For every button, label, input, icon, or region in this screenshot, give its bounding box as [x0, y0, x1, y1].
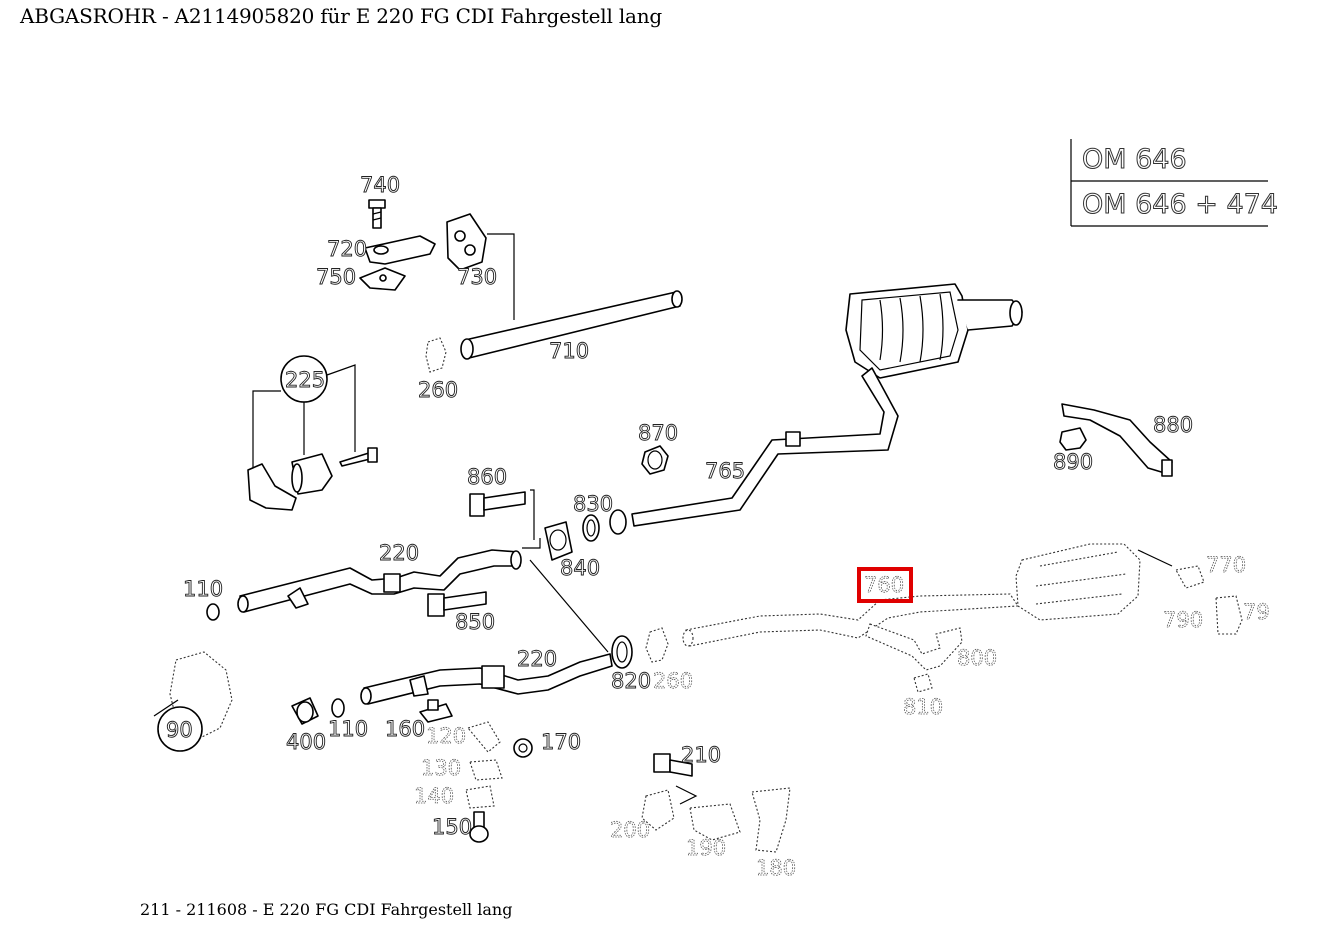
part-830-ring[interactable] [582, 509, 627, 542]
label-220-lower[interactable]: 220 [517, 647, 558, 672]
label-710[interactable]: 710 [549, 339, 590, 364]
label-790[interactable]: 790 [1163, 608, 1204, 633]
part-890-nut[interactable] [1059, 427, 1087, 451]
part-760-exhaust-pipe[interactable] [682, 593, 1019, 647]
part-140-bracket[interactable] [465, 785, 495, 809]
part-730-rubber-mount[interactable] [446, 213, 487, 271]
label-150[interactable]: 150 [432, 815, 473, 840]
part-110-gasket-upper[interactable] [206, 603, 220, 621]
part-820-ring[interactable] [611, 635, 633, 669]
label-880[interactable]: 880 [1153, 413, 1194, 438]
label-400[interactable]: 400 [286, 730, 327, 755]
label-220-upper[interactable]: 220 [379, 541, 420, 566]
part-180-bracket[interactable] [751, 787, 791, 853]
part-200-bracket[interactable] [641, 789, 675, 831]
label-820[interactable]: 820 [611, 669, 652, 694]
label-260-lower[interactable]: 260 [653, 669, 694, 694]
highlight-box-760 [857, 567, 913, 603]
part-840-bracket[interactable] [544, 521, 573, 561]
page-footer: 211 - 211608 - E 220 FG CDI Fahrgestell … [140, 900, 513, 919]
label-840[interactable]: 840 [560, 556, 601, 581]
label-750[interactable]: 750 [316, 265, 357, 290]
label-890[interactable]: 890 [1053, 450, 1094, 475]
label-830[interactable]: 830 [573, 492, 614, 517]
label-130[interactable]: 130 [421, 756, 462, 781]
label-860[interactable]: 860 [467, 465, 508, 490]
label-90[interactable]: 90 [166, 718, 194, 743]
label-140[interactable]: 140 [414, 784, 455, 809]
label-110-lower[interactable]: 110 [328, 717, 369, 742]
label-160[interactable]: 160 [385, 717, 426, 742]
label-200[interactable]: 200 [610, 818, 651, 843]
part-170-nut[interactable] [513, 738, 533, 758]
part-190-bracket[interactable] [689, 803, 741, 841]
part-850-bolt[interactable] [427, 591, 487, 617]
part-225-group[interactable] [247, 355, 378, 511]
label-210[interactable]: 210 [681, 743, 722, 768]
label-765[interactable]: 765 [705, 459, 746, 484]
label-180[interactable]: 180 [756, 856, 797, 881]
part-870-clamp[interactable] [641, 445, 669, 475]
part-220-front-pipe-lower[interactable] [360, 653, 613, 705]
part-790-bracket[interactable] [1215, 595, 1243, 635]
part-400-clamp[interactable] [291, 697, 319, 725]
label-120[interactable]: 120 [426, 724, 467, 749]
part-720-bracket[interactable] [364, 235, 436, 265]
part-880-hanger[interactable] [1061, 403, 1173, 477]
part-765-rear-silencer-pipe[interactable] [631, 283, 1023, 527]
part-number-labels: 740 720 750 730 710 260 225 870 765 860 … [166, 173, 1271, 881]
part-150-bolt[interactable] [469, 811, 489, 843]
label-190[interactable]: 190 [686, 836, 727, 861]
part-770-silencer[interactable] [1015, 543, 1205, 621]
label-225[interactable]: 225 [285, 368, 326, 393]
label-110-upper[interactable]: 110 [183, 577, 224, 602]
part-120-bracket[interactable] [467, 721, 501, 753]
part-210-bolt[interactable] [653, 753, 693, 777]
part-220-front-pipe-upper[interactable] [237, 549, 522, 613]
label-170[interactable]: 170 [541, 730, 582, 755]
label-795-clipped[interactable]: 79 [1243, 600, 1271, 625]
part-260-clamp-top[interactable] [425, 337, 447, 373]
part-750-clip[interactable] [359, 267, 406, 291]
engine-variant-2: OM 646 + 474 [1082, 189, 1278, 220]
label-770[interactable]: 770 [1206, 553, 1247, 578]
part-110-gasket-lower[interactable] [331, 698, 345, 718]
label-800[interactable]: 800 [957, 646, 998, 671]
page-title: ABGASROHR - A2114905820 für E 220 FG CDI… [20, 4, 663, 28]
label-760[interactable]: 760 [864, 573, 905, 598]
label-850[interactable]: 850 [455, 610, 496, 635]
engine-variant-table: OM 646 OM 646 + 474 [1070, 139, 1279, 227]
part-160-bracket[interactable] [419, 699, 453, 723]
label-730[interactable]: 730 [457, 265, 498, 290]
part-800-hanger[interactable] [865, 623, 963, 671]
part-810-nut[interactable] [913, 673, 933, 693]
label-810[interactable]: 810 [903, 695, 944, 720]
part-740-bolt[interactable] [368, 199, 386, 229]
part-710-pipe[interactable] [460, 290, 683, 360]
part-130-washer[interactable] [469, 759, 503, 781]
part-260-clamp-lower[interactable] [645, 627, 669, 663]
label-740[interactable]: 740 [360, 173, 401, 198]
label-260-top[interactable]: 260 [418, 378, 459, 403]
label-870[interactable]: 870 [638, 421, 679, 446]
part-90-manifold[interactable] [153, 651, 233, 752]
engine-variant-1: OM 646 [1082, 144, 1187, 175]
part-860-bolt[interactable] [469, 491, 526, 517]
label-720[interactable]: 720 [327, 237, 368, 262]
